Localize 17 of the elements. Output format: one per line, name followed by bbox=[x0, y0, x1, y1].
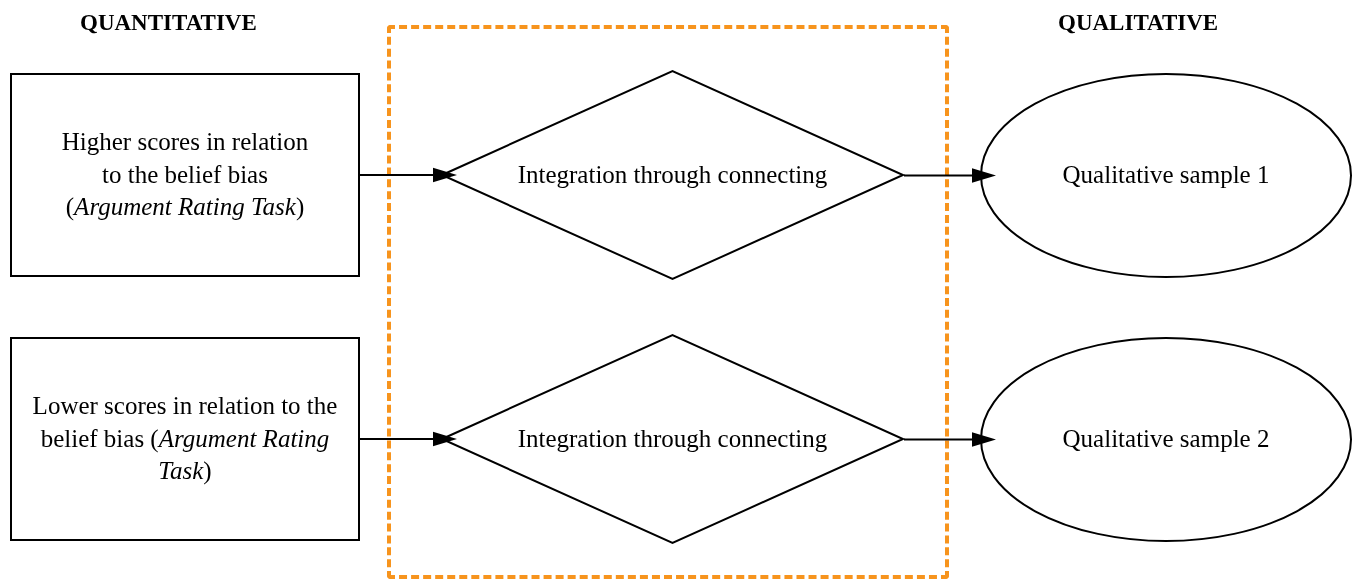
arrow bbox=[903, 432, 996, 447]
column-heading: QUANTITATIVE bbox=[80, 10, 257, 36]
column-heading: QUALITATIVE bbox=[1058, 10, 1219, 36]
arrow bbox=[359, 431, 457, 447]
node-text: Higher scores in relation to the belief bias (Argument Rating Task) bbox=[60, 127, 310, 223]
sample-ellipse bbox=[980, 337, 1352, 542]
process-box bbox=[10, 337, 360, 541]
sample-ellipse bbox=[980, 73, 1352, 278]
arrow bbox=[903, 168, 996, 183]
arrow bbox=[359, 167, 457, 183]
process-box bbox=[10, 73, 360, 277]
node-text: Integration through connecting bbox=[517, 423, 828, 454]
node-text: Lower scores in relation to the belief bias (Argument Rating Task) bbox=[31, 391, 339, 487]
node-text: Integration through connecting bbox=[517, 159, 828, 190]
dashed-region bbox=[387, 25, 949, 579]
node-text: Qualitative sample 2 bbox=[1062, 424, 1270, 455]
node-text: Qualitative sample 1 bbox=[1062, 160, 1270, 191]
